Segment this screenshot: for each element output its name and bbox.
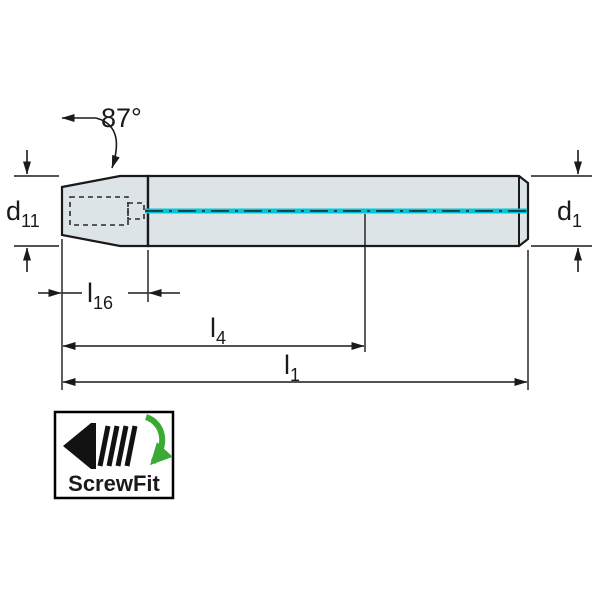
screwfit-logo-label: ScrewFit	[68, 471, 160, 496]
dim-l4-label: l4	[210, 313, 226, 348]
hidden-pilot-bore-outline	[127, 202, 145, 220]
angle-label: 87°	[101, 103, 142, 133]
dim-l16-label: l16	[87, 278, 113, 313]
tool-neck-taper	[60, 174, 150, 248]
angle-leader-arc	[95, 117, 120, 169]
screw-thread-icon	[97, 425, 138, 467]
screw-rotation-arrow-icon	[144, 414, 173, 466]
dim-d1-label: d1	[557, 196, 582, 231]
screw-flange-icon	[91, 423, 96, 469]
screw-cone-icon	[63, 423, 91, 469]
dim-d11-label: d11	[6, 196, 40, 231]
dim-l1-label: l1	[284, 350, 300, 385]
dim-l16-label-bg	[82, 280, 128, 306]
